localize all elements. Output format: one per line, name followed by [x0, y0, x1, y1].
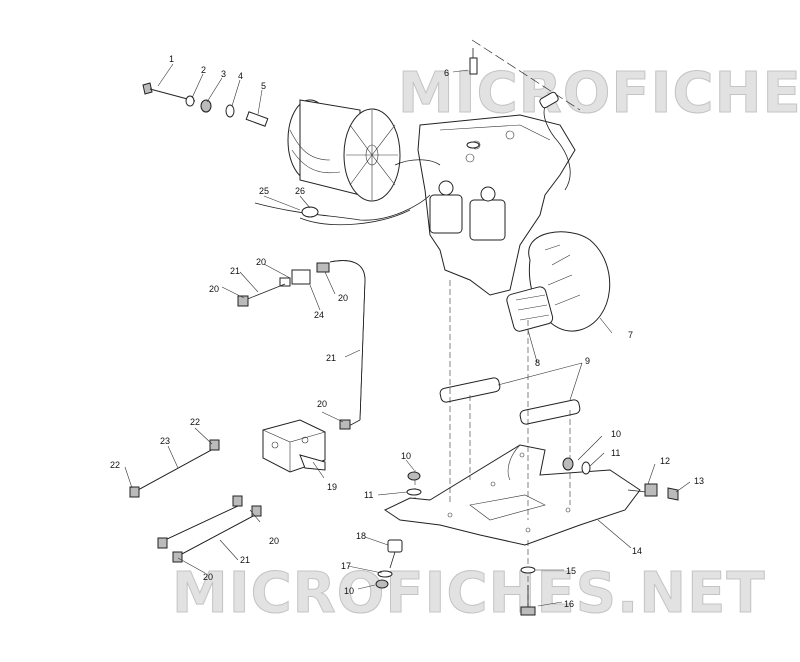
bottom-bolt: [520, 566, 536, 616]
engine-plate: [383, 444, 641, 546]
fuel-fittings: [237, 262, 351, 430]
callout-6: 6: [444, 68, 449, 78]
callout-21a: 21: [230, 266, 240, 276]
callout-16: 16: [564, 599, 574, 609]
leader-lines: [124, 63, 691, 607]
carburetors: [429, 180, 506, 241]
spark-plug-wire: [539, 91, 571, 191]
callout-22b: 22: [110, 460, 120, 470]
callout-20e: 20: [269, 536, 279, 546]
o-ring-part: [225, 104, 235, 118]
intake-part: [506, 286, 554, 332]
callout-11b: 11: [364, 490, 373, 500]
spacer-blocks: [439, 377, 581, 425]
callout-12: 12: [660, 456, 670, 466]
cables: [254, 159, 441, 226]
spark-plug-washer: [466, 141, 480, 149]
fuel-pump: [262, 419, 326, 473]
watermark-bottom: MICROFICHES.NET: [172, 561, 766, 627]
callout-15: 15: [566, 566, 576, 576]
callout-19: 19: [327, 482, 337, 492]
watermark-top: MICROFICHES.NET: [398, 61, 800, 127]
spacer-part: [245, 111, 269, 127]
callout-5: 5: [261, 81, 266, 91]
stud-part: [387, 539, 403, 569]
nuts-washers: [375, 457, 591, 589]
spark-plug: [469, 48, 478, 75]
watermark-text-top: MICROFICHES.NET: [398, 61, 800, 126]
callout-18: 18: [356, 531, 366, 541]
cable-clamp: [301, 206, 319, 218]
callout-23: 23: [160, 436, 170, 446]
spark-plug-centerline: [471, 39, 581, 111]
callout-13: 13: [694, 476, 704, 486]
callout-17: 17: [341, 561, 351, 571]
callout-21c: 21: [240, 555, 250, 565]
callout-2: 2: [201, 65, 206, 75]
callout-4: 4: [238, 71, 243, 81]
callout-20d: 20: [317, 399, 327, 409]
callout-20b: 20: [256, 257, 266, 267]
callout-10a: 10: [611, 429, 621, 439]
callout-20c: 20: [338, 293, 348, 303]
callout-labels: 1 2 3 4 5 6 7 8 9 10 10 10 11 11 12 13 1…: [110, 54, 704, 609]
callout-14: 14: [632, 546, 642, 556]
callout-20f: 20: [203, 572, 213, 582]
callout-8: 8: [535, 358, 540, 368]
hose-23: [129, 439, 220, 498]
drive-clutch: [287, 99, 401, 202]
callout-10c: 10: [344, 586, 354, 596]
watermark-text-bottom: MICROFICHES.NET: [172, 561, 766, 626]
callout-24: 24: [314, 310, 324, 320]
callout-11a: 11: [611, 448, 620, 458]
side-bolt: [627, 483, 679, 501]
hoses-lower: [157, 495, 262, 563]
callout-20a: 20: [209, 284, 219, 294]
fuel-hose-upper: [329, 260, 366, 429]
callout-22a: 22: [190, 417, 200, 427]
nut-part: [200, 99, 212, 113]
callout-25: 25: [259, 186, 269, 196]
callout-1: 1: [169, 54, 174, 64]
callout-10b: 10: [401, 451, 411, 461]
callout-7: 7: [628, 330, 633, 340]
callout-3: 3: [221, 69, 226, 79]
callout-9: 9: [585, 356, 590, 366]
callout-21b: 21: [326, 353, 336, 363]
callout-26: 26: [295, 186, 305, 196]
washer-part: [185, 95, 195, 107]
